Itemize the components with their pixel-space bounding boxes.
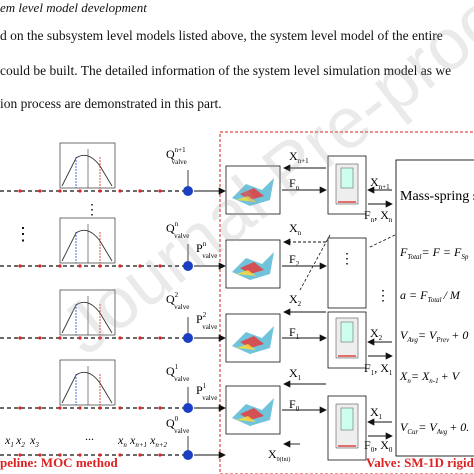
mass-spring-panel: [395, 159, 474, 457]
equations: FTotal= F = FSp a= FTotal/ M VAvg= VPrev…: [399, 245, 469, 436]
svg-text:X0(Ini): X0(Ini): [268, 447, 290, 463]
x-labels: Xn+1 Xn X2 X1 X0(Ini): [268, 149, 309, 463]
pipeline-node-markers: [18, 189, 162, 457]
paragraph-line-1: d on the subsystem level models listed a…: [0, 28, 443, 43]
mass-spring-title: Mass-spring sy: [400, 189, 474, 204]
pipe-plot-1: [59, 142, 116, 189]
pipeline-caption: peline: MOC method: [0, 455, 118, 470]
svg-text:VAvg= VPrev+ 0: VAvg= VPrev+ 0: [400, 328, 468, 344]
svg-text:x3: x3: [29, 433, 39, 449]
svg-text:FTotal= F = FSp: FTotal= F = FSp: [399, 245, 469, 261]
boundary-nodes: [183, 186, 193, 460]
valve-box-0: [327, 395, 367, 461]
plot-vertical-dots: ⋮: [85, 203, 99, 218]
force-labels: Fn F2 F1 F0: [289, 176, 300, 413]
surface-plot-boxes: [225, 165, 281, 435]
valve-box-n: [327, 155, 367, 215]
svg-text:X1: X1: [370, 405, 383, 421]
svg-text:F1, X1: F1, X1: [364, 361, 393, 377]
surface-plot-0: [225, 385, 281, 435]
surface-plot-n: [225, 165, 281, 215]
input-arrows: [194, 187, 226, 459]
svg-text:X2: X2: [289, 292, 302, 308]
surface-plot-2: [225, 239, 281, 289]
surface-plot-1: [225, 313, 281, 363]
svg-text:⋮: ⋮: [340, 252, 354, 267]
pipeline-plots: [59, 142, 116, 406]
dashed-diagonal: [299, 234, 331, 291]
svg-text:F0, X0: F0, X0: [364, 438, 393, 454]
svg-text:xn+1: xn+1: [129, 433, 147, 449]
svg-text:Fn, Xn: Fn, Xn: [364, 208, 393, 224]
svg-text:F2: F2: [289, 252, 300, 268]
valve-box-2: ⋮: [327, 237, 367, 309]
svg-text:Xn: Xn: [289, 221, 302, 237]
right-pair-labels: Xn+1 Fn, Xn X2 F1, X1 X1 F0, X0: [364, 175, 393, 454]
pipe-plot-3: [59, 289, 116, 336]
paragraph-line-3: ion process are demonstrated in this par…: [0, 96, 222, 111]
right-pair-arrows: [367, 186, 393, 440]
svg-text:...: ...: [85, 429, 94, 443]
left-vertical-dots: ⋮: [14, 224, 32, 244]
svg-text:Xn+1: Xn+1: [289, 149, 309, 165]
paragraph-line-2: could be built. The detailed information…: [0, 63, 452, 78]
valve-caption: Valve: SM-1D rigid: [366, 455, 474, 470]
pipeline-rows: [0, 190, 186, 456]
svg-text:F0: F0: [289, 397, 300, 413]
valve-box-1: [327, 311, 367, 369]
svg-text:x1: x1: [4, 433, 14, 449]
svg-text:xn: xn: [117, 433, 127, 449]
pipe-axis-labels: x1 x2 x3 ... xn xn+1 xn+2: [4, 429, 168, 449]
svg-text:x2: x2: [15, 433, 25, 449]
svg-text:X1: X1: [289, 366, 302, 382]
valve-model-boxes: ⋮: [327, 155, 367, 461]
pipe-plot-2: [59, 217, 116, 264]
svg-text:VCur= VAvg+ 0.: VCur= VAvg+ 0.: [400, 420, 469, 436]
svg-text:Fn: Fn: [289, 176, 300, 192]
svg-text:a= FTotal/ M: a= FTotal/ M: [400, 288, 461, 304]
force-arrows: [282, 186, 327, 414]
section-heading: em level model development: [0, 0, 147, 15]
right-dashed-diagonal: [367, 234, 396, 249]
svg-text:Xn= Xn-1+ V: Xn= Xn-1+ V: [399, 369, 461, 385]
svg-text:X2: X2: [370, 326, 383, 342]
svg-text:xn+2: xn+2: [149, 433, 168, 449]
pipe-plot-4: [59, 359, 116, 406]
svg-text:Xn+1: Xn+1: [370, 175, 390, 191]
x-arrows: [283, 164, 326, 448]
svg-text:F1: F1: [289, 325, 300, 341]
right-vertical-dots: ⋮: [376, 289, 390, 304]
